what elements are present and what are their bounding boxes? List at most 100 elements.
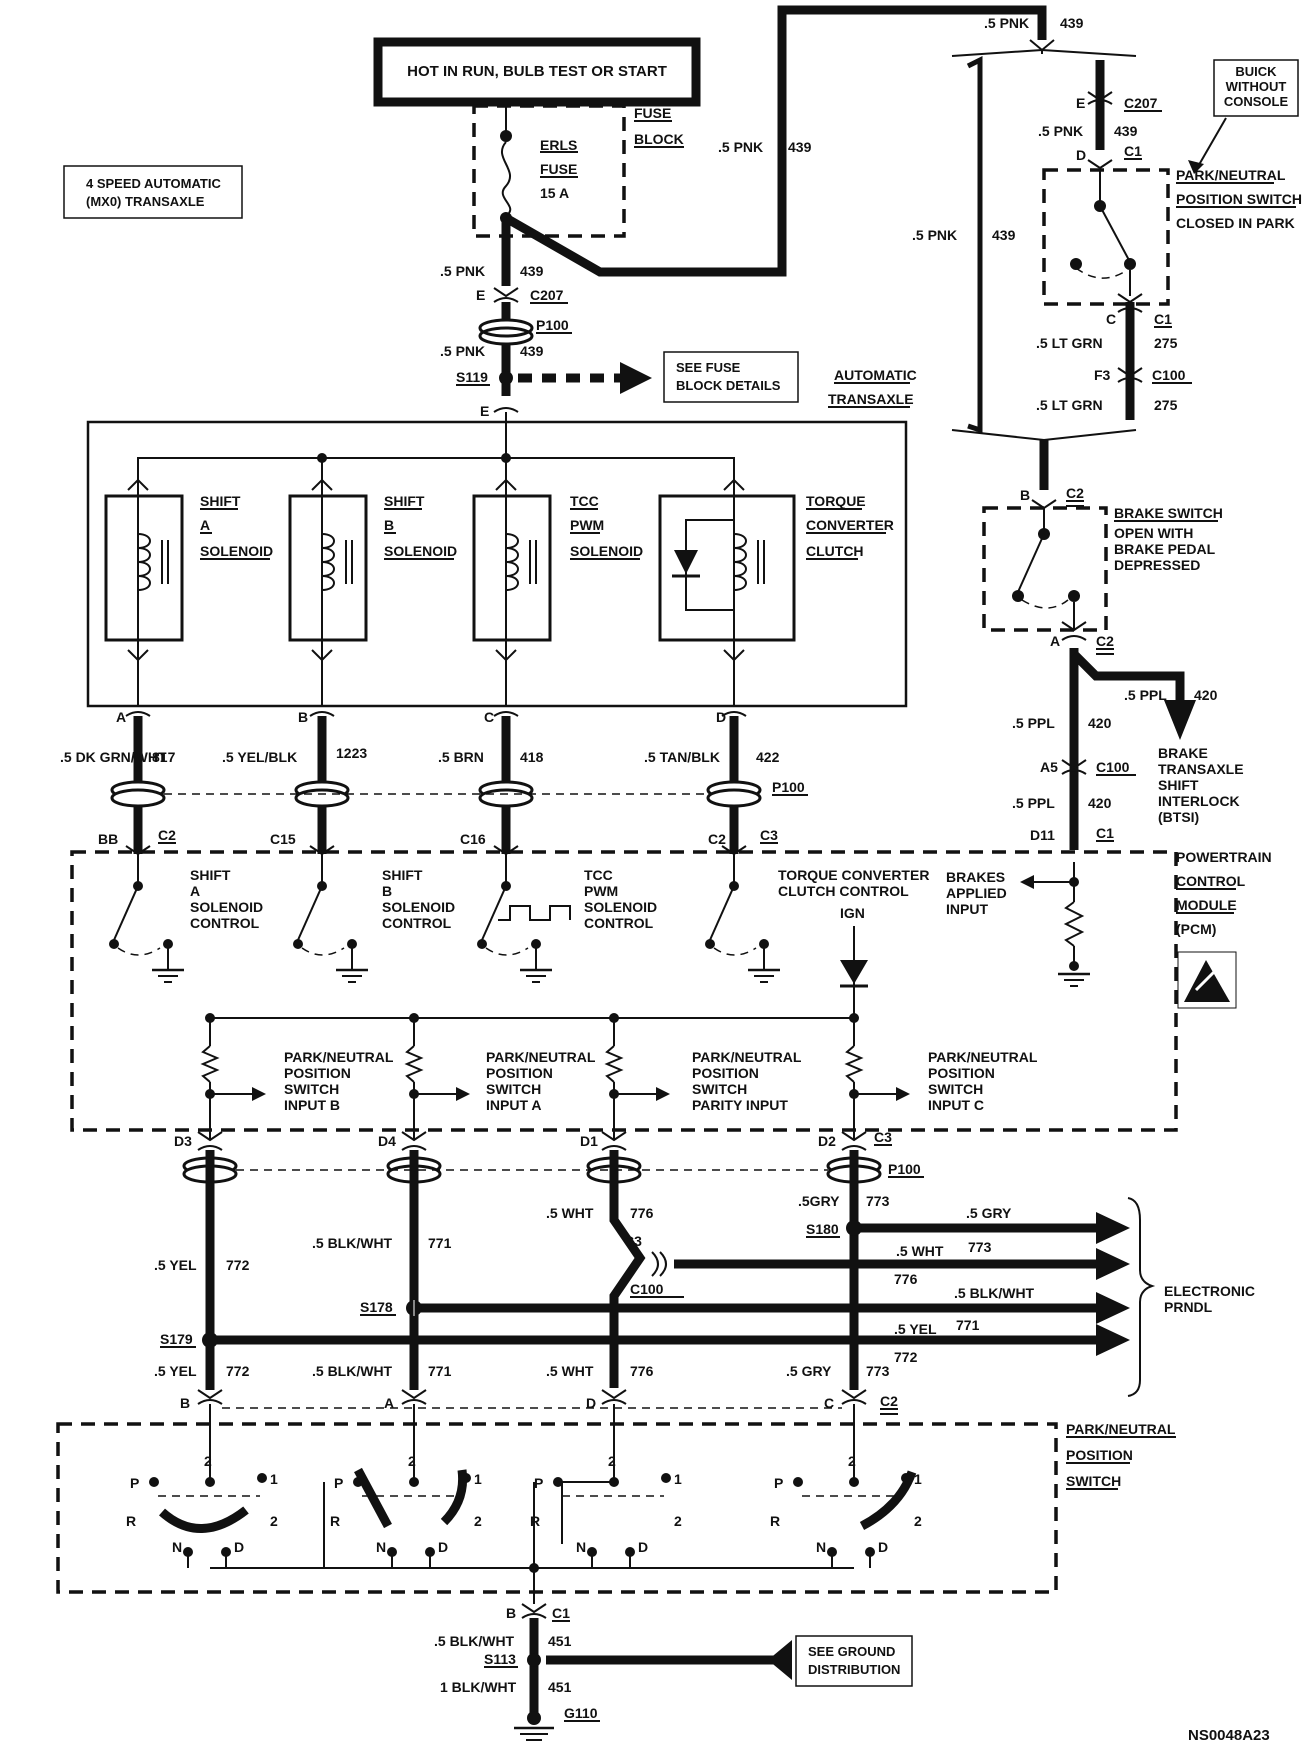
gear-p: P (774, 1475, 783, 1491)
gear-n: N (816, 1539, 826, 1555)
wire-label-ppl-btsi: .5 PPL (1124, 687, 1167, 703)
buick-note-1: BUICK (1235, 64, 1277, 79)
gear-r: R (330, 1513, 340, 1529)
conn-c3-bottom: C3 (874, 1129, 892, 1145)
pcm-tcc-2: CLUTCH CONTROL (778, 883, 909, 899)
wire-num-420-btsi: 420 (1194, 687, 1218, 703)
conn-c2-bb: C2 (158, 827, 176, 843)
power-source-box: HOT IN RUN, BULB TEST OR START (373, 37, 701, 107)
terminal-2-label: 2 (408, 1453, 416, 1469)
pnp-parity-4: PARITY INPUT (692, 1097, 788, 1113)
pin-b-bottom: B (180, 1395, 190, 1411)
wire-label-yel-1: .5 YEL (154, 1257, 197, 1273)
wire-num-773-1: 773 (866, 1193, 890, 1209)
pin-a-top: A (116, 709, 126, 725)
wire-label-pnk-439-p100: .5 PNK (440, 343, 485, 359)
ground-symbol-g110 (514, 1726, 554, 1741)
gear-d: D (438, 1539, 448, 1555)
pin-d2: D2 (818, 1133, 836, 1149)
wire-num-439-bracket: 439 (992, 227, 1016, 243)
transaxle-label-2: TRANSAXLE (828, 391, 914, 407)
conn-c3-top: C3 (760, 827, 778, 843)
sol-a-2: A (200, 517, 210, 533)
wire-label-ppl-2: .5 PPL (1012, 795, 1055, 811)
wire-label-wht-2: .5 WHT (546, 1363, 594, 1379)
gear-d: D (878, 1539, 888, 1555)
rotor-arc-1 (159, 1506, 249, 1533)
wire-label-pnk-439-top: .5 PNK (718, 139, 763, 155)
rotor-arc-2 (354, 1467, 392, 1529)
pcm-tcc-pwm-2: PWM (584, 883, 618, 899)
sol-a-3: SOLENOID (200, 543, 273, 559)
gear-n: N (576, 1539, 586, 1555)
prndl-label-2: PRNDL (1164, 1299, 1213, 1315)
title-line-2: (MX0) TRANSAXLE (86, 194, 205, 209)
pnp-switch-bottom: PARK/NEUTRAL POSITION SWITCH (56, 1421, 1176, 1594)
wire-num-1223: 1223 (336, 745, 367, 761)
pnp-b-2: POSITION (284, 1065, 351, 1081)
wire-num-776-2: 776 (630, 1363, 654, 1379)
wire-label-blk-wht-gnd: .5 BLK/WHT (434, 1633, 515, 1649)
pnp-a-4: INPUT A (486, 1097, 541, 1113)
pin-d11: D11 (1030, 827, 1055, 843)
brake-switch: BRAKE SWITCH OPEN WITH BRAKE PEDAL DEPRE… (982, 505, 1223, 632)
wire-num-451-1: 451 (548, 1633, 572, 1649)
power-source-label: HOT IN RUN, BULB TEST OR START (407, 63, 667, 80)
pcm-shift-b-2: B (382, 883, 392, 899)
sol-b-1: SHIFT (384, 493, 425, 509)
pin-a-c2: A (1050, 633, 1060, 649)
wire-num-771-prndl: 771 (956, 1317, 980, 1333)
wire-label-blk-wht-prndl: .5 BLK/WHT (954, 1285, 1035, 1301)
pin-bb: BB (98, 831, 118, 847)
pcm-label-2: CONTROL (1176, 873, 1246, 889)
pin-d4: D4 (378, 1133, 396, 1149)
wire-num-772-prndl: 772 (894, 1349, 918, 1365)
wire-num-773-prndl: 773 (968, 1239, 992, 1255)
pcm-label-3: MODULE (1176, 897, 1237, 913)
fuse-label-3: 15 A (540, 185, 569, 201)
pin-c-top: C (484, 709, 494, 725)
conn-c1-pcm: C1 (1096, 825, 1114, 841)
pin-d1: D1 (580, 1133, 598, 1149)
pnp-input-2 (401, 1018, 470, 1142)
btsi-1: BRAKE (1158, 745, 1208, 761)
prndl-arrows (1096, 1197, 1156, 1397)
wire-label-pnk-439-bracket: .5 PNK (912, 227, 957, 243)
pnp-switch-top: PARK/NEUTRAL POSITION SWITCH CLOSED IN P… (1042, 167, 1302, 306)
conn-c100-wht: C100 (630, 1281, 664, 1297)
pcm-shift-b-3: SOLENOID (382, 899, 455, 915)
pin-d-c1: D (1076, 147, 1086, 163)
pcm-tcc-pwm-3: SOLENOID (584, 899, 657, 915)
wire-label-lt-grn-2: .5 LT GRN (1036, 397, 1103, 413)
solenoid-tcc (658, 478, 796, 706)
pin-c16: C16 (460, 831, 486, 847)
wire-num-420-1: 420 (1088, 715, 1112, 731)
coil-icon (321, 533, 335, 591)
title-line-1: 4 SPEED AUTOMATIC (86, 176, 221, 191)
fuse-label-2: FUSE (540, 161, 577, 177)
wire-439-top-run (503, 5, 1047, 277)
resistor-icon (200, 1045, 220, 1083)
pin-b-c2: B (1020, 487, 1030, 503)
wire-label-brn: .5 BRN (438, 749, 484, 765)
pcm-tcc-pwm-1: TCC (584, 867, 613, 883)
pin-c15: C15 (270, 831, 296, 847)
wire-label-gry-2: .5 GRY (786, 1363, 832, 1379)
sol-b-2: B (384, 517, 394, 533)
pnp-input-1 (197, 1018, 266, 1142)
pnp-b-4: INPUT B (284, 1097, 340, 1113)
pnp-input-4 (841, 1018, 910, 1142)
wire-num-771-1: 771 (428, 1235, 452, 1251)
btsi-3: SHIFT (1158, 777, 1199, 793)
wire-num-771-2: 771 (428, 1363, 452, 1379)
conn-c207: C207 (530, 287, 564, 303)
pin-c-c1: C (1106, 311, 1116, 327)
gear-r: R (126, 1513, 136, 1529)
wire-num-439-p100: 439 (520, 343, 544, 359)
gear-2: 2 (674, 1513, 682, 1529)
wire-num-772-2: 772 (226, 1363, 250, 1379)
